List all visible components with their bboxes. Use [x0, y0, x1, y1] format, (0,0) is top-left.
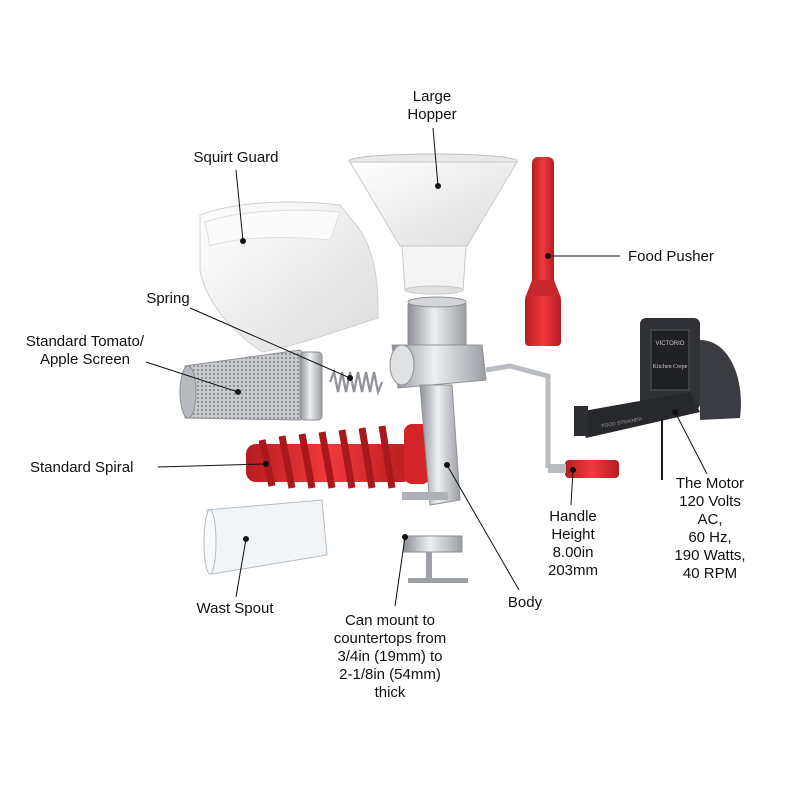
- standard-spiral: [246, 424, 430, 489]
- label-tomato-screen: Standard Tomato/ Apple Screen: [25, 333, 145, 368]
- dot-tomato-screen: [235, 389, 241, 395]
- label-mount: Can mount to countertops from 3/4in (19m…: [333, 612, 447, 701]
- leader-handle: [570, 469, 574, 506]
- label-body: Body: [507, 594, 543, 611]
- leader-body: [446, 464, 520, 591]
- tomato-apple-screen: [179, 349, 323, 421]
- dot-handle: [570, 467, 576, 473]
- dot-squirt-guard: [240, 238, 246, 244]
- leader-motor: [674, 411, 708, 475]
- leader-large-hopper: [432, 127, 439, 187]
- dot-spring: [347, 375, 353, 381]
- dot-motor: [672, 409, 678, 415]
- label-large-hopper: Large Hopper: [407, 88, 457, 123]
- label-waste-spout: Wast Spout: [196, 600, 274, 617]
- handle: [485, 363, 619, 478]
- leader-mount: [394, 536, 406, 607]
- label-squirt-guard: Squirt Guard: [193, 149, 279, 166]
- food-pusher: [525, 157, 561, 346]
- dot-food-pusher: [545, 253, 551, 259]
- dot-mount: [402, 534, 408, 540]
- dot-waste-spout: [243, 536, 249, 542]
- dot-large-hopper: [435, 183, 441, 189]
- leader-squirt-guard: [235, 169, 244, 242]
- label-spiral: Standard Spiral: [30, 459, 134, 476]
- dot-body: [444, 462, 450, 468]
- motor: VICTORIO Kitchen Crepe FOOD STRAINER: [574, 318, 741, 480]
- leader-tomato-screen: [145, 361, 239, 393]
- leader-lines: [145, 127, 708, 607]
- leader-spiral: [157, 463, 267, 468]
- label-handle: Handle Height 8.00in 203mm: [547, 508, 599, 579]
- leader-spring: [189, 307, 351, 379]
- label-motor: The Motor 120 Volts AC, 60 Hz, 190 Watts…: [674, 475, 746, 582]
- label-spring: Spring: [146, 290, 190, 307]
- waste-spout: [203, 499, 328, 575]
- leader-waste-spout: [235, 538, 247, 598]
- large-hopper: [348, 153, 518, 295]
- label-food-pusher: Food Pusher: [628, 248, 714, 265]
- spring: [328, 368, 384, 396]
- body: [389, 296, 487, 583]
- squirt-guard: [199, 201, 379, 353]
- dot-spiral: [263, 461, 269, 467]
- motor-brand: VICTORIO: [656, 341, 685, 347]
- motor-model: Kitchen Crepe: [653, 364, 688, 370]
